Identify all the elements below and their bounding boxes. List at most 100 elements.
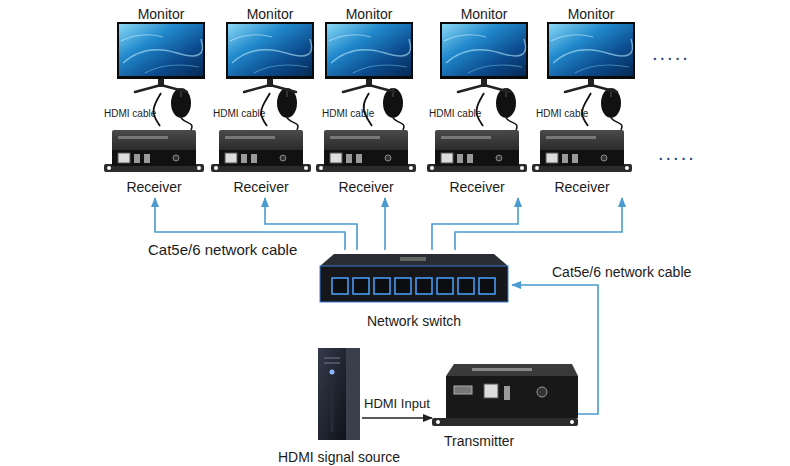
device-label: Network switch xyxy=(367,312,461,330)
rj45-port xyxy=(118,153,130,163)
monitor-screen xyxy=(327,24,411,76)
monitor-base xyxy=(565,85,617,92)
monitor-frame xyxy=(117,22,205,79)
device-label: Receiver xyxy=(126,178,181,196)
mouse-cord xyxy=(611,118,622,130)
receiver-body xyxy=(435,130,519,166)
edge-label: Cat5e/6 network cable xyxy=(552,264,691,280)
network-cable xyxy=(432,198,518,250)
receiver-front xyxy=(219,150,303,166)
screen-streak xyxy=(551,35,593,41)
monitor-node: Monitor xyxy=(115,5,207,93)
screen-streak xyxy=(230,35,272,41)
monitor-illustration xyxy=(115,21,207,93)
device-print xyxy=(118,136,168,139)
receiver-front xyxy=(540,150,624,166)
usb-port xyxy=(457,154,463,163)
monitor-frame xyxy=(547,22,635,79)
monitor-frame xyxy=(325,22,413,79)
mount-hole xyxy=(304,166,308,170)
network-cable xyxy=(455,198,622,250)
usb-port xyxy=(356,154,362,163)
device-label: Receiver xyxy=(554,178,609,196)
device-label: Monitor xyxy=(568,5,615,23)
screen-streak xyxy=(329,35,371,41)
rj45-port xyxy=(484,384,498,398)
receiver-node: Receiver xyxy=(316,126,416,198)
receiver-node: Receiver xyxy=(211,126,311,198)
device-label: Monitor xyxy=(346,5,393,23)
hdmi-port xyxy=(454,386,472,394)
usb-port xyxy=(144,154,150,163)
mount-hole xyxy=(520,166,524,170)
usb-port xyxy=(467,154,473,163)
source-illustration xyxy=(316,346,362,442)
mount-flange xyxy=(432,418,578,426)
mount-hole xyxy=(436,420,440,424)
hdmi-arrow xyxy=(362,417,432,419)
monitor-base xyxy=(458,85,510,92)
monitor-screen xyxy=(549,24,633,76)
source-node: HDMI signal source xyxy=(316,346,362,442)
screen-streak xyxy=(446,39,526,63)
switch-port xyxy=(374,278,390,294)
screen-streak xyxy=(254,65,308,73)
front-vent xyxy=(331,382,334,432)
usb-port xyxy=(241,154,247,163)
device-label: Receiver xyxy=(338,178,393,196)
usb-port xyxy=(562,154,568,163)
monitor-screen xyxy=(119,24,203,76)
transmitter-node: Transmitter xyxy=(432,362,578,452)
switch-port xyxy=(416,278,432,294)
edge-label: HDMI Input xyxy=(364,396,430,411)
monitor-base xyxy=(135,85,187,92)
device-print xyxy=(330,136,380,139)
device-label: Receiver xyxy=(449,178,504,196)
monitor-illustration xyxy=(323,21,415,93)
receiver-body xyxy=(324,130,408,166)
transmitter-top xyxy=(446,364,578,376)
edge-label: HDMI cable xyxy=(429,108,481,119)
switch-port xyxy=(395,278,411,294)
usb-port xyxy=(504,386,510,400)
receiver-node: Receiver xyxy=(532,126,632,198)
monitor-node: Monitor xyxy=(323,5,415,93)
drive-bay xyxy=(324,357,340,359)
rj45-port xyxy=(225,153,237,163)
monitor-frame xyxy=(440,22,528,79)
switch-top xyxy=(320,254,508,266)
monitor-node: Monitor xyxy=(545,5,637,93)
screen-streak xyxy=(444,35,486,41)
cable-label: Cat5e/6 network cable xyxy=(148,241,297,258)
monitor-illustration xyxy=(438,21,530,93)
edge-label: HDMI cable xyxy=(104,108,156,119)
screen-streak xyxy=(123,39,203,63)
device-print xyxy=(225,136,275,139)
monitor-frame xyxy=(226,22,314,79)
switch-port xyxy=(479,278,495,294)
device-label: Monitor xyxy=(247,5,294,23)
mount-hole xyxy=(197,166,201,170)
device-print xyxy=(441,136,491,139)
device-label: Monitor xyxy=(138,5,185,23)
switch-front xyxy=(320,266,508,302)
usb-port xyxy=(572,154,578,163)
brand-print xyxy=(400,257,426,261)
usb-port xyxy=(251,154,257,163)
mount-hole xyxy=(319,166,323,170)
dc-jack xyxy=(280,155,286,161)
monitor-node: Monitor xyxy=(438,5,530,93)
device-print xyxy=(472,368,532,371)
screen-streak xyxy=(145,65,199,73)
switch-node: Network switch xyxy=(316,250,512,332)
receiver-node: Receiver xyxy=(104,126,204,198)
mount-hole xyxy=(535,166,539,170)
continuation-dots: ..... xyxy=(658,142,696,165)
screen-streak xyxy=(232,39,312,63)
mount-hole xyxy=(214,166,218,170)
device-label: Monitor xyxy=(461,5,508,23)
mount-hole xyxy=(409,166,413,170)
tower-front xyxy=(318,348,346,440)
switch-port xyxy=(458,278,474,294)
edge-label: HDMI cable xyxy=(536,108,588,119)
